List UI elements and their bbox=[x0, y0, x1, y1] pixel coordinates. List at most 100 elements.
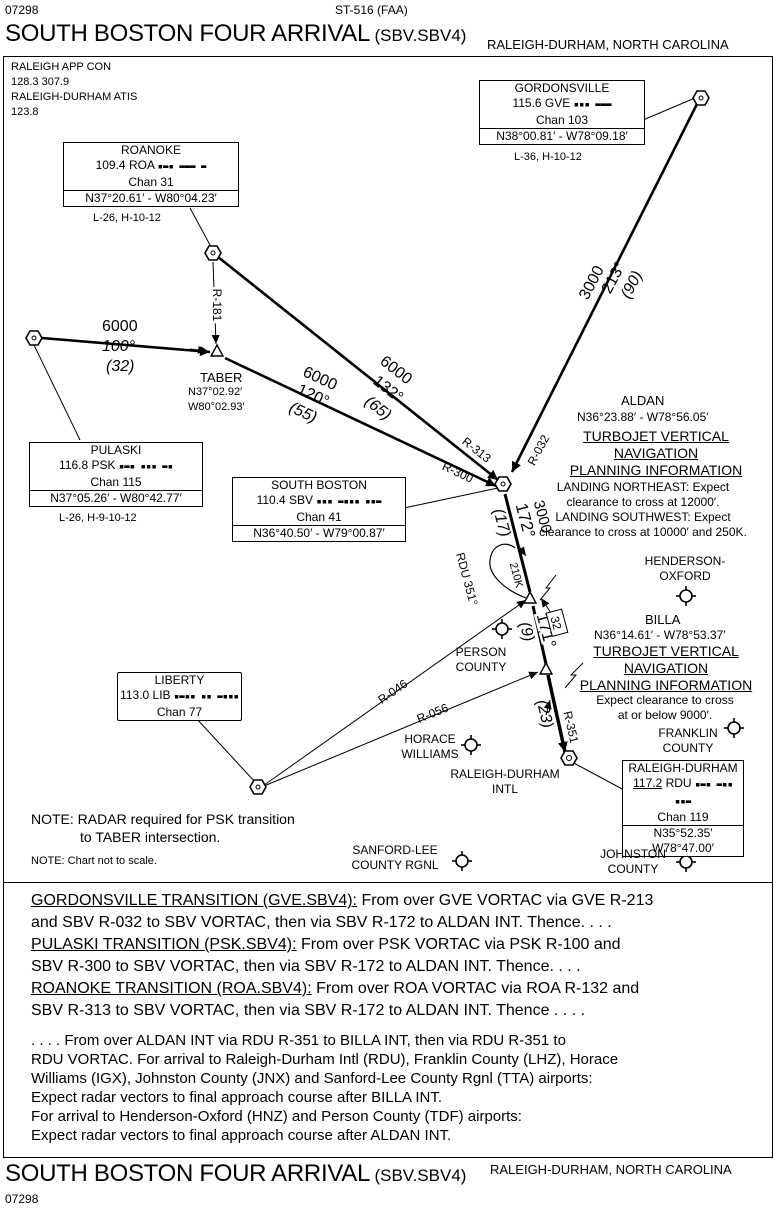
footer-location: RALEIGH-DURHAM, NORTH CAROLINA bbox=[490, 1162, 732, 1177]
gve-freq: 115.6 GVE bbox=[512, 96, 571, 110]
person-airport-icon bbox=[492, 619, 512, 639]
gve-freq-row: 115.6 GVE ▪▪▪ ▬▬▬ bbox=[480, 96, 644, 113]
scale-note: NOTE: Chart not to scale. bbox=[31, 855, 157, 867]
psk-distance: (32) bbox=[106, 358, 135, 375]
roa-charts: L-26, H-10-12 bbox=[93, 212, 161, 224]
plan-divider bbox=[3, 882, 773, 883]
roa-chan: Chan 31 bbox=[128, 175, 174, 189]
sbv-name: SOUTH BOSTON bbox=[271, 478, 367, 492]
psk-freq: 116.8 PSK bbox=[58, 458, 116, 472]
rdu-freq-row: 117.2 RDU ▪▬▪ ▬▪▪ ▪▪▬ bbox=[623, 776, 743, 810]
lib-navaid-box: LIBERTY 113.0 LIB ▪▬▪▪ ▪▪ ▬▪▪▪ Chan 77 bbox=[117, 672, 242, 721]
psk-name: PULASKI bbox=[90, 443, 142, 457]
taber-name: TABER bbox=[200, 370, 243, 385]
sbv-navaid-box: SOUTH BOSTON 110.4 SBV ▪▪▪ ▬▪▪▪ ▪▪▬ Chan… bbox=[232, 477, 406, 542]
morse-icon: ▪▬▪ ▬▪▪ ▪▪▬ bbox=[674, 780, 733, 807]
aldan-tvpi-info: LANDING NORTHEAST: Expect clearance to c… bbox=[539, 480, 747, 539]
rdu-chan: Chan 119 bbox=[657, 810, 709, 824]
footer-title-text: SOUTH BOSTON FOUR ARRIVAL bbox=[5, 1160, 371, 1187]
psk-charts: L-26, H-9-10-12 bbox=[59, 512, 137, 524]
psk-course: 100° bbox=[102, 338, 136, 355]
sbv-vortac-icon bbox=[494, 476, 512, 492]
chart-frame bbox=[3, 56, 773, 1158]
radar-note-1: NOTE: RADAR required for PSK transition bbox=[31, 811, 295, 827]
app-con-label: RALEIGH APP CON bbox=[11, 61, 112, 73]
rdu-lon: W78°47.00′ bbox=[652, 841, 714, 855]
sbv-r172-route bbox=[503, 493, 532, 593]
r313-label: R-313 bbox=[459, 434, 494, 465]
horace-label: HORACE WILLIAMS bbox=[401, 732, 459, 761]
r046-label: R-046 bbox=[375, 676, 410, 706]
roa-transition: ROANOKE TRANSITION (ROA.SBV4): From over… bbox=[31, 980, 640, 997]
aldan-billa-route bbox=[531, 605, 548, 665]
aldan-tvpi-heading: TURBOJET VERTICAL NAVIGATION PLANNING IN… bbox=[569, 428, 743, 478]
roa-vortac-icon bbox=[204, 245, 222, 261]
rdu-vortac-icon bbox=[560, 750, 578, 766]
morse-icon: ▪▬▪ ▪▪▪ ▬▪ bbox=[118, 462, 173, 472]
gve-chan: Chan 103 bbox=[535, 113, 589, 127]
gve-vortac-icon bbox=[692, 90, 710, 106]
sanford-airport-icon bbox=[452, 851, 472, 871]
lib-freq: 113.0 LIB bbox=[120, 688, 171, 702]
page-title: SOUTH BOSTON FOUR ARRIVAL (SBV.SBV4) bbox=[5, 20, 466, 48]
title-code: (SBV.SBV4) bbox=[374, 26, 467, 45]
rdu-navaid-box: RALEIGH-DURHAM 117.2 RDU ▪▬▪ ▬▪▪ ▪▪▬ Cha… bbox=[622, 760, 744, 857]
lib-r046-radial bbox=[259, 599, 527, 789]
rdu-intl-label: RALEIGH-DURHAM INTL bbox=[450, 767, 560, 796]
comms-block: RALEIGH APP CON 128.3 307.9 RALEIGH-DURH… bbox=[11, 60, 137, 120]
taber-lon: W80°02.93′ bbox=[188, 401, 245, 413]
psk-freq-row: 116.8 PSK ▪▬▪ ▪▪▪ ▬▪ bbox=[30, 458, 202, 475]
lib-vortac-icon bbox=[249, 779, 267, 795]
final-distance: (23) bbox=[533, 698, 556, 730]
billa-tvpi-heading: TURBOJET VERTICAL NAVIGATION PLANNING IN… bbox=[579, 643, 753, 693]
psk-navaid-box: PULASKI 116.8 PSK ▪▬▪ ▪▪▪ ▬▪ Chan 115 N3… bbox=[29, 442, 203, 507]
billa-distance: (9) bbox=[516, 620, 537, 643]
roa-name: ROANOKE bbox=[120, 143, 181, 157]
roa-navaid-box: ROANOKE 109.4 ROA ▪▬▪ ▬▬▬ ▬ Chan 31 N37°… bbox=[63, 142, 239, 207]
r056-label: R-056 bbox=[415, 701, 451, 726]
gve-coords: N38°00.81′ - W78°09.18′ bbox=[480, 128, 644, 144]
radar-note-2: to TABER intersection. bbox=[80, 829, 221, 845]
psk-route bbox=[41, 336, 211, 357]
chart-number-top: 07298 bbox=[5, 3, 39, 17]
chart-number-bottom: 07298 bbox=[5, 1192, 39, 1206]
horace-airport-icon bbox=[461, 735, 481, 755]
rdu-freq: 117.2 bbox=[633, 776, 663, 790]
rdu32-flag: 32 bbox=[545, 608, 569, 638]
gve-navaid-box: GORDONSVILLE 115.6 GVE ▪▪▪ ▬▬▬ Chan 103 … bbox=[479, 80, 645, 145]
johnston-label: JOHNSTON COUNTY bbox=[600, 847, 666, 876]
r300-label: R-300 bbox=[440, 459, 476, 486]
sbv-coords: N36°40.50′ - W79°00.87′ bbox=[233, 525, 405, 541]
title-text: SOUTH BOSTON FOUR ARRIVAL bbox=[5, 20, 371, 47]
henderson-airport-icon bbox=[676, 586, 696, 606]
roa-freq-row: 109.4 ROA ▪▬▪ ▬▬▬ ▬ bbox=[64, 158, 238, 175]
billa-rdu-route bbox=[546, 674, 568, 753]
henderson-label: HENDERSON- OXFORD bbox=[644, 554, 726, 583]
svg-text:32: 32 bbox=[548, 615, 565, 632]
gve-name: GORDONSVILLE bbox=[514, 81, 610, 95]
lib-freq-row: 113.0 LIB ▪▬▪▪ ▪▪ ▬▪▪▪ bbox=[118, 688, 241, 705]
aldan-fix-icon bbox=[522, 590, 538, 604]
taber-fix-icon bbox=[209, 343, 225, 357]
r181-label: R-181 bbox=[210, 289, 224, 322]
billa-coords: N36°14.61′ - W78°53.37′ bbox=[594, 628, 726, 642]
morse-icon: ▪▬▪ ▬▬▬ ▬ bbox=[157, 162, 207, 172]
rdu-lat: N35°52.35′ bbox=[623, 825, 743, 841]
chart-id: ST-516 (FAA) bbox=[335, 3, 408, 17]
sanford-label: SANFORD-LEE COUNTY RGNL bbox=[351, 843, 439, 872]
franklin-label: FRANKLIN COUNTY bbox=[658, 726, 718, 755]
sbv-freq-row: 110.4 SBV ▪▪▪ ▬▪▪▪ ▪▪▬ bbox=[233, 493, 405, 510]
atis-freq: 123.8 bbox=[11, 106, 39, 118]
arrival-description: . . . . From over ALDAN INT via RDU R-35… bbox=[31, 1032, 619, 1144]
lib-r056-radial bbox=[263, 671, 539, 787]
rdu-name: RALEIGH-DURHAM bbox=[628, 761, 738, 775]
taber-route bbox=[224, 356, 497, 488]
psk-alt: 6000 bbox=[102, 318, 138, 335]
psk-coords: N37°05.26′ - W80°42.77′ bbox=[30, 490, 202, 506]
person-label: PERSON COUNTY bbox=[455, 645, 507, 674]
rdu351-label: RDU 351° bbox=[453, 551, 481, 607]
psk-transition: PULASKI TRANSITION (PSK.SBV4): From over… bbox=[31, 936, 621, 953]
psk-vortac-icon bbox=[25, 330, 43, 346]
footer-title: SOUTH BOSTON FOUR ARRIVAL (SBV.SBV4) bbox=[5, 1160, 466, 1188]
